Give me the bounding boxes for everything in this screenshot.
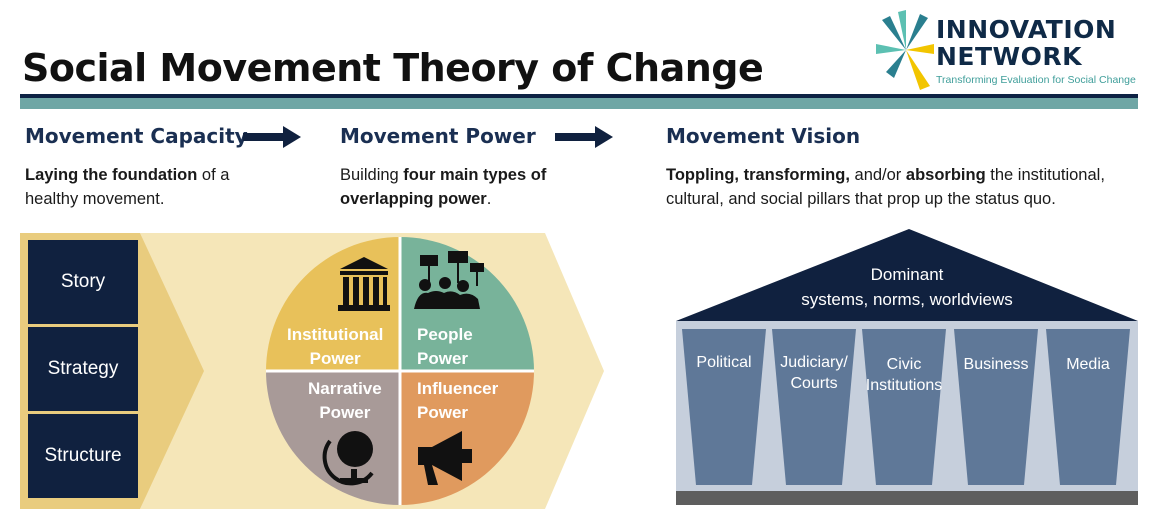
title-rule-teal xyxy=(20,97,1138,109)
desc-power-pre: Building xyxy=(340,166,404,184)
capacity-item-strategy: Strategy xyxy=(28,327,138,411)
logo: INNOVATION NETWORK Transforming Evaluati… xyxy=(876,10,1146,94)
pillar-label-judiciary: Judiciary/Courts xyxy=(780,354,848,392)
globe-icon xyxy=(322,431,374,486)
label-people-power: People Power xyxy=(417,325,473,368)
title-rule-navy xyxy=(20,94,1138,98)
logo-tagline: Transforming Evaluation for Social Chang… xyxy=(936,74,1136,86)
desc-power-bold: four main types of overlapping power xyxy=(340,166,547,208)
desc-movement-vision: Toppling, transforming, and/or absorbing… xyxy=(666,163,1136,211)
roof-label: Dominant systems, norms, worldviews xyxy=(752,262,1062,312)
desc-movement-capacity: Laying the foundation of a healthy movem… xyxy=(25,163,245,211)
capacity-item-label: Strategy xyxy=(47,358,119,379)
desc-vision-bold-1: Toppling, transforming, xyxy=(666,166,850,184)
power-circle xyxy=(266,237,534,505)
heading-movement-capacity: Movement Capacity xyxy=(25,124,248,148)
institution-icon xyxy=(338,257,390,311)
roof-label-line2: systems, norms, worldviews xyxy=(801,290,1013,309)
desc-capacity-rest: of a healthy movement. xyxy=(25,166,230,208)
quadrant-institutional xyxy=(266,237,400,371)
desc-movement-power: Building four main types of overlapping … xyxy=(340,163,570,211)
capacity-item-story: Story xyxy=(28,240,138,324)
pillar-civic xyxy=(862,329,946,485)
pillar-business xyxy=(954,329,1038,485)
capacity-power-graphic xyxy=(20,233,604,509)
page-title: Social Movement Theory of Change xyxy=(22,46,764,90)
arrow-right-icon xyxy=(243,126,301,148)
capacity-item-label: Story xyxy=(60,271,106,292)
vision-temple xyxy=(676,229,1138,505)
desc-vision-text-2: the institutional, cultural, and social … xyxy=(666,166,1105,208)
logo-line2: NETWORK xyxy=(936,42,1083,71)
pillar-media xyxy=(1046,329,1130,485)
desc-capacity-bold: Laying the foundation xyxy=(25,166,198,184)
protest-icon xyxy=(414,251,484,309)
label-institutional-power: Institutional Power xyxy=(287,325,384,368)
pillar-label-media: Media xyxy=(1066,356,1110,373)
megaphone-icon xyxy=(418,431,472,485)
arrow-right-icon xyxy=(555,126,613,148)
pillar-label-business: Business xyxy=(963,356,1029,373)
temple-base xyxy=(676,491,1138,505)
heading-movement-power: Movement Power xyxy=(340,124,536,148)
roof-label-line1: Dominant xyxy=(870,265,944,284)
desc-vision-bold-2: absorbing xyxy=(905,166,986,184)
quadrant-narrative xyxy=(266,371,400,505)
temple-roof xyxy=(676,229,1138,321)
label-narrative-power: Narrative Power xyxy=(308,379,382,422)
label-influencer-power: Influencer Power xyxy=(417,379,499,422)
pillar-political xyxy=(682,329,766,485)
capacity-item-label: Structure xyxy=(44,445,122,466)
logo-name: INNOVATION NETWORK xyxy=(936,16,1116,70)
heading-movement-vision: Movement Vision xyxy=(666,124,861,148)
logo-mark-icon xyxy=(876,10,934,90)
desc-vision-text-1: and/or xyxy=(849,166,906,184)
capacity-item-structure: Structure xyxy=(28,414,138,498)
pillar-judiciary xyxy=(772,329,856,485)
logo-line1: INNOVATION xyxy=(936,15,1117,44)
desc-power-post: . xyxy=(486,190,492,208)
pillar-label-political: Political xyxy=(696,354,752,371)
